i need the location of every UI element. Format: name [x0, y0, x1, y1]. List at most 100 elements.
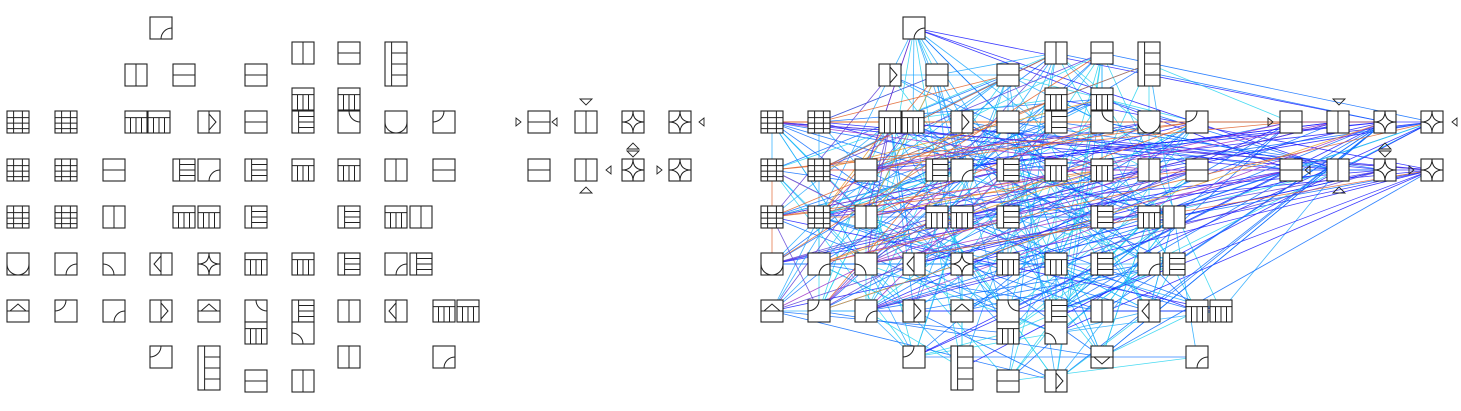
tile-arc-tl	[102, 252, 126, 276]
graph-edge	[865, 169, 1386, 265]
tile-hsplit	[527, 110, 551, 134]
tile-arc-four	[1373, 158, 1397, 182]
graph-edge	[771, 169, 915, 358]
tile-hsplit	[1090, 41, 1114, 65]
arrow-up-marker	[1331, 186, 1347, 194]
tile-grid	[54, 110, 78, 134]
tile-multi-h	[337, 205, 361, 229]
tile-arc-four	[1420, 110, 1444, 134]
graph-edge	[771, 121, 891, 218]
tile-arc-tr	[854, 299, 878, 323]
legend-markers	[515, 98, 1458, 194]
tile-vsplit	[409, 205, 433, 229]
tile-multi-v	[996, 252, 1020, 276]
tile-multi-v	[384, 205, 408, 229]
tile-arc-bl	[432, 110, 456, 134]
arrow-down-marker	[1331, 98, 1347, 106]
tile-vsplit	[1044, 41, 1068, 65]
tile-hsplit	[244, 63, 268, 87]
tile-multi-v	[1044, 87, 1068, 111]
tile-tri-up	[6, 299, 30, 323]
arrow-left-marker	[698, 117, 705, 127]
tile-arc-tr	[950, 158, 974, 182]
tile-hsplit	[925, 63, 949, 87]
graph-edge	[865, 121, 1198, 312]
tile-arc-tr	[902, 16, 926, 40]
tile-multi-h	[925, 158, 949, 182]
graph-edge	[865, 310, 963, 369]
tile-arc-tr	[149, 16, 173, 40]
tile-multi-v	[337, 87, 361, 111]
tile-grid	[807, 110, 831, 134]
graph-edge	[913, 332, 1009, 358]
tile-tri-down	[1090, 345, 1114, 369]
graph-edge	[889, 74, 1103, 171]
tile-arc-tl	[854, 252, 878, 276]
tile-vsplit	[337, 345, 361, 369]
graph-edge	[912, 121, 1150, 265]
tile-multi-v	[878, 110, 902, 134]
tile-multi-v	[925, 205, 949, 229]
tile-multi-h	[1090, 252, 1114, 276]
arrow-up-marker	[1377, 142, 1393, 150]
tile-vsplit	[854, 205, 878, 229]
graph-edge	[818, 74, 1009, 123]
tile-tri-left	[902, 252, 926, 276]
graph-edge	[961, 121, 1175, 218]
tile-hsplit	[1279, 110, 1303, 134]
tile-vsplit	[574, 110, 598, 134]
graph-edge	[865, 121, 891, 265]
tile-multi-h	[950, 345, 974, 391]
graph-edge	[865, 121, 1386, 312]
tile-multi-v	[291, 158, 315, 182]
tile-multi-v	[456, 299, 480, 323]
tile-multi-v	[1090, 158, 1114, 182]
graph-edge	[818, 169, 1103, 312]
tile-arc-bot2	[760, 252, 784, 276]
tile-arc-br	[244, 299, 268, 323]
graph-edge	[818, 74, 938, 123]
tile-multi-h	[1044, 299, 1068, 323]
tile-arc-tr	[1137, 252, 1161, 276]
tile-arc-four	[197, 252, 221, 276]
tile-multi-v	[996, 321, 1020, 345]
graph-edge	[1148, 63, 1292, 123]
tile-vsplit	[1162, 205, 1186, 229]
tile-multi-h	[197, 345, 221, 391]
tile-grid	[6, 205, 30, 229]
tile-arc-bl	[902, 345, 926, 369]
tile-arc-four	[621, 158, 645, 182]
arrow-left-marker	[1304, 165, 1311, 175]
graph-edge	[865, 169, 1292, 265]
tile-vsplit	[1326, 110, 1350, 134]
graph-edge	[1055, 52, 1198, 171]
tile-arc-tl	[1044, 321, 1068, 345]
tile-grid	[54, 205, 78, 229]
arrow-left-marker	[605, 165, 612, 175]
graph-edge	[1007, 121, 1150, 312]
tile-layer	[6, 16, 1444, 393]
tile-hsplit	[996, 110, 1020, 134]
tile-tri-right	[902, 299, 926, 323]
graph-edge	[818, 121, 1150, 312]
tile-tri-left	[149, 252, 173, 276]
tile-hsplit	[1185, 158, 1209, 182]
graph-edge	[1173, 121, 1386, 265]
graph-edge	[1101, 310, 1198, 358]
graph-edge	[961, 52, 1103, 123]
tile-hsplit	[172, 63, 196, 87]
tile-multi-v	[950, 205, 974, 229]
tile-arc-four	[950, 252, 974, 276]
tile-multi-v	[244, 252, 268, 276]
tile-multi-v	[1090, 87, 1114, 111]
graph-edge	[1007, 121, 1103, 171]
tile-arc-br	[337, 110, 361, 134]
graph-edge	[771, 121, 914, 312]
graph-edge	[818, 169, 938, 312]
graph-edge	[771, 169, 1057, 312]
graph-edge	[1220, 169, 1339, 312]
graph-edge	[865, 27, 915, 171]
tile-grid	[760, 205, 784, 229]
graph-edge	[1290, 121, 1433, 171]
